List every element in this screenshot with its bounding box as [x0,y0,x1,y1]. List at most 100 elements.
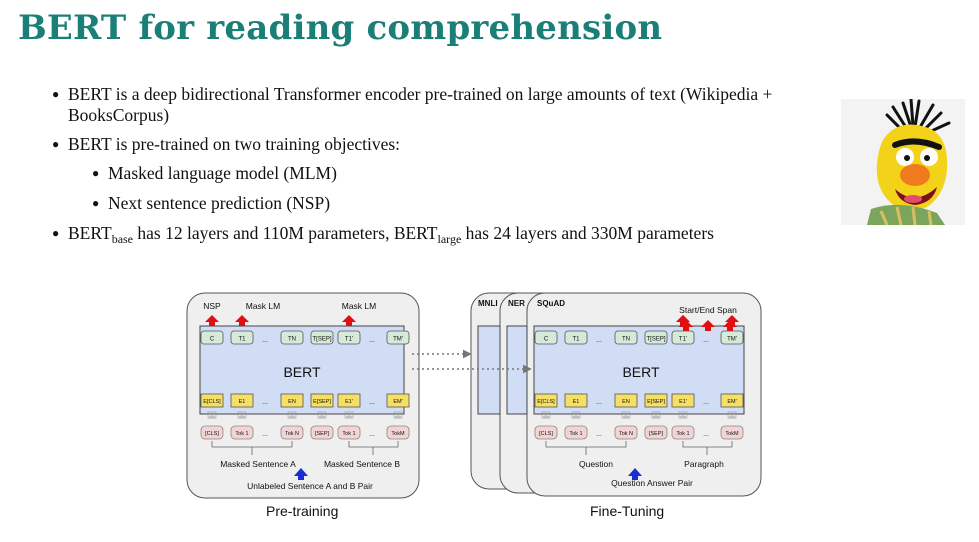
embedding-box [200,393,224,408]
span-arrow-stem [705,327,711,331]
output-token-label: T1 [238,337,246,343]
blue-up-arrow-icon [628,468,642,476]
output-ellipsis: ... [596,337,602,344]
output-token-box [337,330,361,345]
embedding-label: E[CLS] [203,399,221,405]
output-token-box [386,330,410,345]
bert-text: BERT [68,223,112,243]
embedding-box [614,393,638,408]
paragraph-label: Paragraph [684,459,724,469]
bert-muppet-icon [841,99,965,225]
red-output-arrow-icon [342,315,356,322]
embedding-box [644,393,668,408]
embedding-label: EM' [727,399,736,405]
span-label: Start/End Span [679,305,737,315]
input-arrow-outline [393,411,403,418]
embedding-ellipsis: ... [369,399,375,406]
embedding-box [310,393,334,408]
input-token-label: [SEP] [649,431,664,437]
output-token-box [200,330,224,345]
input-token-label: TokM [391,431,405,437]
token-ellipsis: ... [369,431,375,438]
output-token-label: T1' [679,337,687,343]
input-arrow-icon [571,414,581,419]
span-arrow-stem [727,327,733,331]
sub-bullet-mlm: Masked language model (MLM) [92,163,812,184]
output-token-label: T[SEP] [312,337,331,343]
embedding-box [564,393,588,408]
finetuning-caption: Fine-Tuning [590,503,665,519]
input-token-box [671,425,695,440]
input-token-label: TokM [725,431,739,437]
output-token-box [280,330,304,345]
output-token-box [534,330,558,345]
input-arrow-icon [727,414,737,419]
input-token-box [644,425,668,440]
input-token-label: Tok 1 [569,431,582,437]
bullet-bert-description: BERT is a deep bidirectional Transformer… [52,84,812,126]
input-token-box [280,425,304,440]
input-arrow-outline [571,411,581,418]
output-token-label: T[SEP] [646,337,665,343]
token-ellipsis: ... [703,431,709,438]
input-token-label: [CLS] [205,431,219,437]
input-arrow-icon [541,414,551,419]
input-arrow-outline [727,411,737,418]
embedding-label: E1 [239,399,246,405]
large-subscript: large [437,232,462,246]
input-token-label: [SEP] [315,431,330,437]
input-token-box [310,425,334,440]
blue-up-arrow-stem [298,476,304,480]
base-subscript: base [111,232,134,246]
input-arrow-outline [287,411,297,418]
embedding-ellipsis: ... [262,399,268,406]
input-arrow-outline [651,411,661,418]
span-arrow-stem [683,327,689,331]
token-ellipsis: ... [262,431,268,438]
input-arrow-outline [678,411,688,418]
embedding-label: E1 [573,399,580,405]
embedding-box [230,393,254,408]
input-token-box [337,425,361,440]
model-size-text-end: has 24 layers and 330M parameters [461,223,714,243]
input-arrow-outline [344,411,354,418]
pretraining-caption: Pre-training [266,503,339,519]
output-token-label: T1' [345,337,353,343]
finetune-bert-label: BERT [622,364,660,380]
bullet-training-objectives: BERT is pre-trained on two training obje… [52,134,812,155]
blue-up-arrow-stem [632,476,638,480]
token-ellipsis: ... [596,431,602,438]
output-ellipsis: ... [369,337,375,344]
input-arrow-icon [393,414,403,419]
embedding-box [720,393,744,408]
input-token-box [564,425,588,440]
red-output-arrow-icon [235,315,249,322]
embedding-label: E1' [679,399,687,405]
bullet-list: BERT is a deep bidirectional Transformer… [52,84,812,258]
input-token-label: [CLS] [539,431,553,437]
input-arrow-icon [287,414,297,419]
input-arrow-icon [651,414,661,419]
input-arrow-outline [207,411,217,418]
output-token-box [564,330,588,345]
tab-mnli: MNLI [478,299,498,308]
embedding-label: E1' [345,399,353,405]
input-token-label: Tok 1 [235,431,248,437]
input-arrow-icon [621,414,631,419]
output-token-box [614,330,638,345]
output-token-label: TM' [727,337,737,343]
input-arrow-outline [317,411,327,418]
unlabeled-pair-label: Unlabeled Sentence A and B Pair [247,481,373,491]
input-arrow-outline [621,411,631,418]
mask-lm-label-1: Mask LM [246,301,280,311]
input-arrow-icon [317,414,327,419]
sub-bullet-nsp: Next sentence prediction (NSP) [92,193,812,214]
output-token-label: TN [622,337,630,343]
input-arrow-outline [237,411,247,418]
input-arrow-icon [207,414,217,419]
red-output-arrow-icon-stem [239,322,245,326]
output-token-label: TN [288,337,296,343]
nsp-label: NSP [203,301,221,311]
output-ellipsis: ... [262,337,268,344]
